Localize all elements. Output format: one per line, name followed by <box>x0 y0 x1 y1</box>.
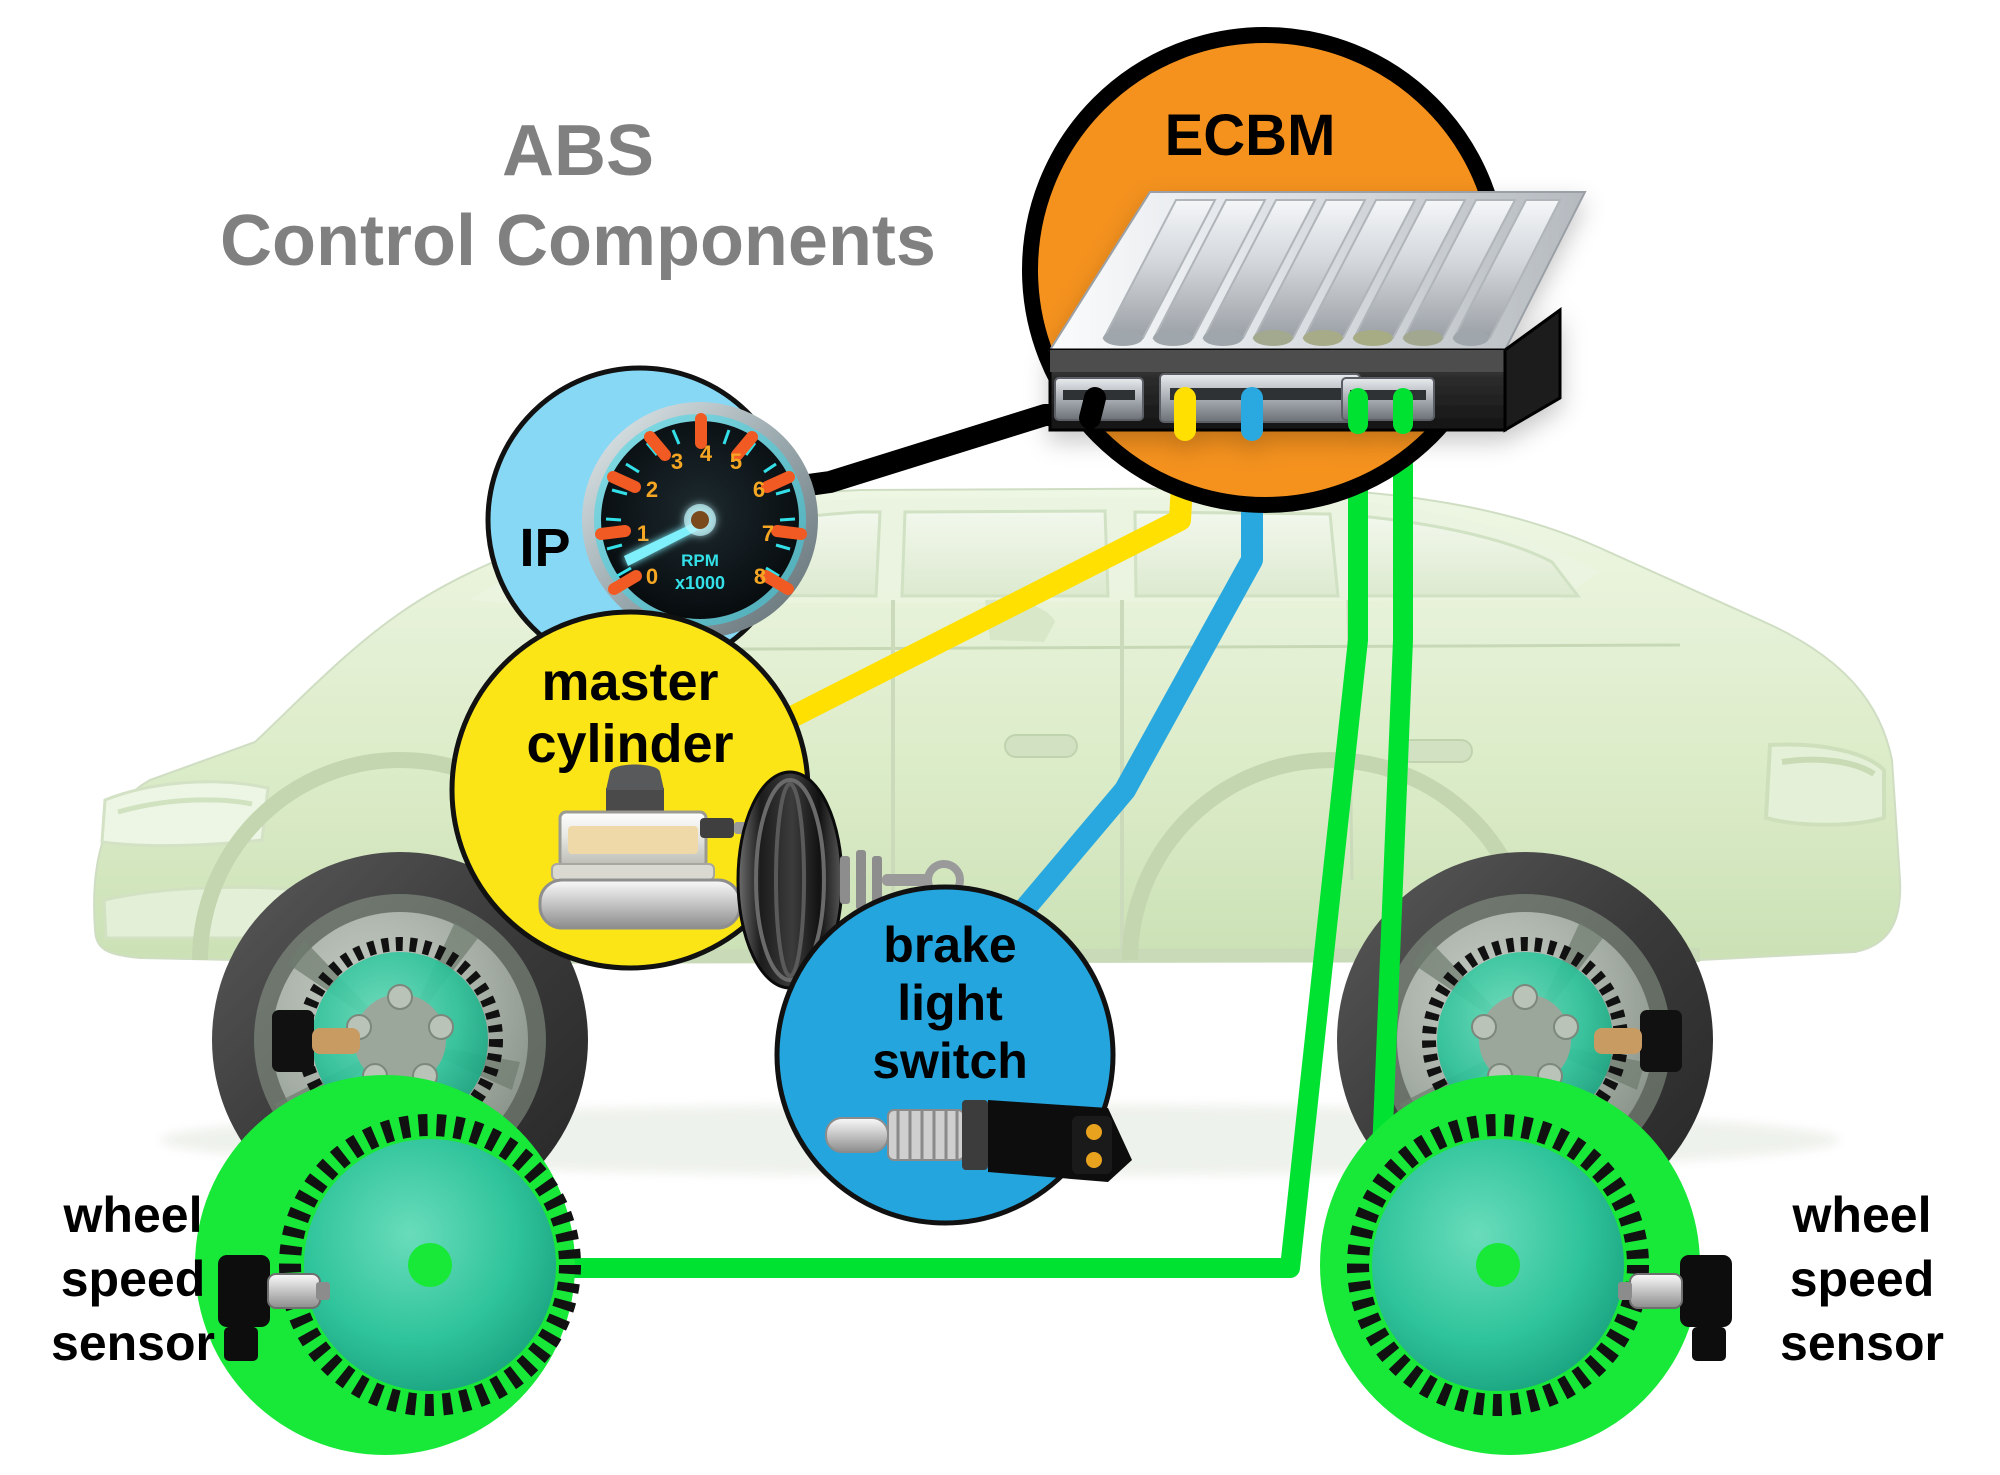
window-rear <box>1133 510 1340 598</box>
svg-text:8: 8 <box>754 564 766 589</box>
wheel-sensor-body-rear <box>1640 1010 1682 1072</box>
hub-rear <box>1479 994 1571 1086</box>
svg-text:6: 6 <box>753 477 765 502</box>
diagram-title: ABS Control Components <box>220 111 936 281</box>
wheel-speed-sensor-icon-rear <box>1618 1255 1732 1361</box>
sensor-pole <box>316 1282 330 1300</box>
wheel-sensor-tip-rear <box>1594 1028 1642 1054</box>
wss-rear-label-line2: speed <box>1790 1251 1935 1307</box>
callout-label-ecbm: ECBM <box>1165 103 1336 168</box>
callout-label-brake-light-switch-line1: brake <box>883 917 1016 973</box>
wheel-speed-sensor-icon-front <box>218 1255 330 1361</box>
door-handle-front <box>1004 734 1078 758</box>
wss-rear-label-line1: wheel <box>1792 1187 1932 1243</box>
heatsink-fins <box>1102 199 1562 339</box>
hub-front <box>354 994 446 1086</box>
wheel-sensor-tip-front <box>312 1028 360 1054</box>
fin-end-caps <box>1103 330 1489 346</box>
tach-unit-line1: RPM <box>681 551 719 570</box>
tach-unit-line2: x1000 <box>675 573 725 593</box>
callout-label-brake-light-switch-line3: switch <box>872 1033 1028 1089</box>
reservoir-base <box>551 863 715 881</box>
tach-needle <box>624 504 716 566</box>
tone-ring-center <box>1476 1243 1520 1287</box>
svg-text:1: 1 <box>637 521 649 546</box>
module-case-side <box>1503 307 1562 433</box>
sensor-body <box>1680 1255 1732 1327</box>
svg-text:7: 7 <box>762 521 774 546</box>
sensor-connector <box>1692 1327 1726 1361</box>
svg-text:2: 2 <box>646 477 658 502</box>
booster-rib-1 <box>754 778 826 982</box>
tone-ring-teeth-front <box>297 937 503 1143</box>
wheel-sensor-body-front <box>272 1010 314 1072</box>
tone-ring-icon-rear <box>1347 1114 1649 1416</box>
switch-terminal-2 <box>1086 1152 1102 1168</box>
wss-front-label-line3: sensor <box>51 1315 215 1371</box>
wss-rear-label-line3: sensor <box>1780 1315 1944 1371</box>
switch-connector-shell <box>1072 1116 1112 1174</box>
callout-label-master-cylinder-line1: master <box>541 652 718 712</box>
callout-label-brake-light-switch-line2: light <box>897 975 1003 1031</box>
sensor-connector <box>224 1327 258 1361</box>
wss-front-label-line1: wheel <box>63 1187 203 1243</box>
tach-major-ticks <box>595 413 807 595</box>
taillamp-detail <box>1781 756 1876 777</box>
switch-nut <box>962 1100 988 1170</box>
sensor-tip <box>1629 1273 1683 1309</box>
callout-brake-light-switch[interactable]: brake light switch <box>774 884 1132 1226</box>
callout-master-cylinder[interactable]: master cylinder <box>449 609 964 990</box>
port-wire-stubs <box>1079 387 1413 441</box>
brake-light-switch-icon <box>825 1100 1132 1182</box>
module-case-top-edge <box>1050 350 1505 372</box>
svg-text:3: 3 <box>671 449 683 474</box>
callout-ecbm[interactable]: ECBM <box>1022 27 1587 513</box>
wss-front-label-line2: speed <box>61 1251 206 1307</box>
master-cylinder-icon <box>538 764 964 990</box>
sensor-body <box>218 1255 270 1327</box>
outlet-port <box>700 818 734 838</box>
callout-wheel-speed-sensor-rear[interactable] <box>1320 1075 1732 1455</box>
reservoir-fluid <box>568 826 698 854</box>
label-wheel-speed-sensor-front: wheel speed sensor <box>51 1187 215 1371</box>
svg-text:4: 4 <box>700 441 713 466</box>
title-line-1: ABS <box>502 111 654 191</box>
reservoir-cap <box>606 788 664 812</box>
cylinder-barrel <box>538 878 742 930</box>
tone-ring-icon-front <box>279 1114 581 1416</box>
tach-minor-ticks <box>605 425 796 578</box>
title-line-2: Control Components <box>220 201 936 281</box>
booster-rib-2 <box>774 782 806 978</box>
callout-wheel-speed-sensor-front[interactable] <box>195 1075 581 1455</box>
taillamp <box>1763 742 1886 827</box>
tachometer-icon: 0 1 2 3 4 5 6 7 8 RPM x1000 <box>582 402 818 638</box>
tone-ring-center <box>408 1243 452 1287</box>
switch-terminal-1 <box>1086 1124 1102 1140</box>
headlamp-detail <box>117 797 253 815</box>
sensor-pole <box>1618 1282 1632 1300</box>
label-wheel-speed-sensor-rear: wheel speed sensor <box>1780 1187 1944 1371</box>
svg-text:5: 5 <box>730 449 742 474</box>
ecbm-module-icon <box>1048 191 1587 441</box>
callout-label-ip: IP <box>519 518 570 578</box>
tone-ring-teeth <box>1347 1114 1649 1416</box>
reservoir-cap-dome <box>606 764 664 790</box>
sensor-tip <box>267 1273 321 1309</box>
headlamp <box>100 780 270 848</box>
ecbm-port-3-pins <box>1350 390 1426 400</box>
switch-plunger <box>825 1117 889 1153</box>
svg-text:0: 0 <box>646 564 658 589</box>
switch-threads <box>887 1109 965 1161</box>
door-handle-rear <box>1399 739 1473 763</box>
callout-ip[interactable]: 0 1 2 3 4 5 6 7 8 RPM x1000 IP <box>485 365 818 675</box>
wire-wss-front[interactable] <box>545 408 1368 1278</box>
tach-numbers: 0 1 2 3 4 5 6 7 8 <box>637 441 774 589</box>
callout-label-master-cylinder-line2: cylinder <box>526 714 733 774</box>
tone-ring-teeth <box>279 1114 581 1416</box>
